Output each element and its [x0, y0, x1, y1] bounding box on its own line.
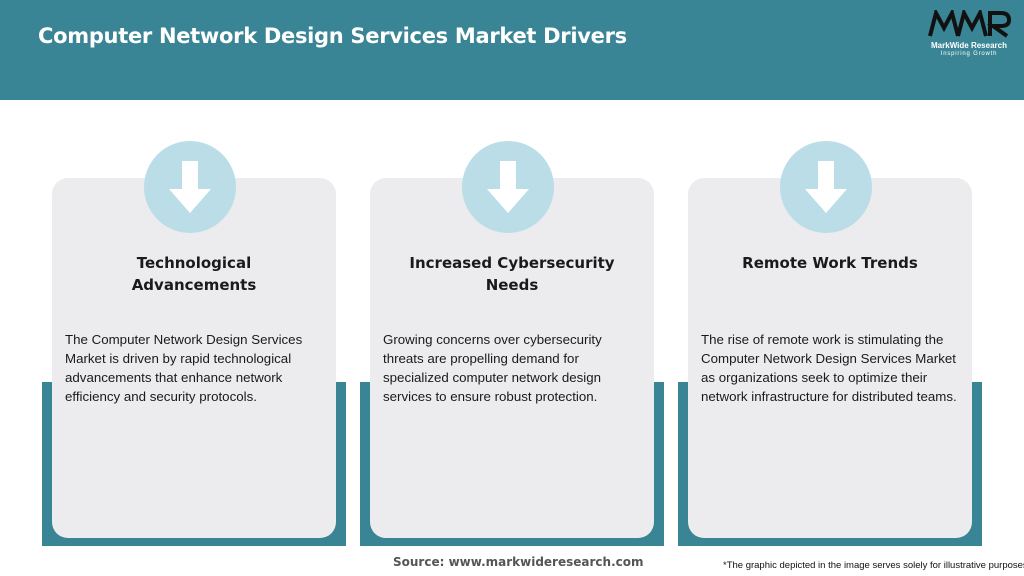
- arrow-down-icon: [144, 141, 236, 233]
- card-title: Remote Work Trends: [742, 254, 918, 272]
- header-banner: Computer Network Design Services Market …: [0, 0, 1024, 100]
- card-title: Technological Advancements: [131, 254, 257, 294]
- driver-card-remote-work-trends: Remote Work Trends The rise of remote wo…: [678, 141, 992, 546]
- mwr-logo-mark: [928, 10, 1012, 38]
- card-description: The rise of remote work is stimulating t…: [701, 332, 957, 404]
- driver-card-increased-cybersecurity-needs: Increased Cybersecurity Needs Growing co…: [360, 141, 674, 546]
- card-title: Increased Cybersecurity Needs: [409, 254, 615, 294]
- markwide-logo: MarkWide Research Inspiring Growth: [924, 10, 1014, 60]
- arrow-down-icon: [780, 141, 872, 233]
- card-description: Growing concerns over cybersecurity thre…: [383, 332, 602, 404]
- card-description: The Computer Network Design Services Mar…: [65, 332, 303, 404]
- logo-tagline: Inspiring Growth: [940, 51, 998, 57]
- arrow-down-icon: [462, 141, 554, 233]
- disclaimer-note: *The graphic depicted in the image serve…: [723, 560, 1024, 571]
- page-title: Computer Network Design Services Market …: [38, 24, 627, 48]
- card-panel: Increased Cybersecurity Needs Growing co…: [370, 141, 654, 538]
- card-panel: Remote Work Trends The rise of remote wo…: [688, 141, 972, 538]
- driver-card-technological-advancements: Technological Advancements The Computer …: [42, 141, 356, 546]
- card-panel: Technological Advancements The Computer …: [52, 141, 336, 538]
- source-link[interactable]: Source: www.markwideresearch.com: [393, 555, 644, 569]
- logo-name: MarkWide Research: [931, 41, 1007, 50]
